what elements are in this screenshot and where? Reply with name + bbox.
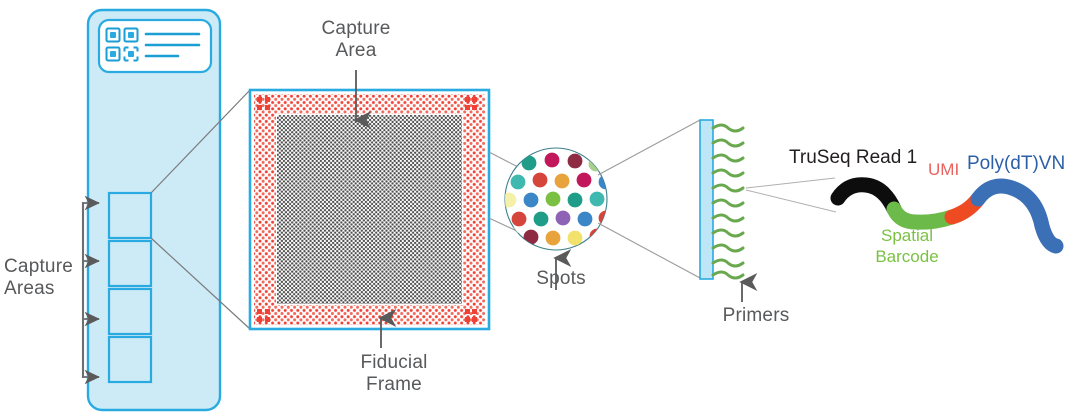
primer-bar <box>699 119 714 280</box>
zoom-connector-primer-to-molecule <box>745 177 837 213</box>
label-capture-area: Capture Area <box>321 18 391 61</box>
zoom-connector-spots-to-primers <box>597 119 701 279</box>
fiducial-frame <box>254 94 485 325</box>
label-poly-dt-vn: Poly(dT)VN <box>967 153 1066 174</box>
capture-area-square-3 <box>107 287 153 336</box>
molecule-segment-truseq-read-1 <box>830 177 902 217</box>
slide-body <box>81 8 222 412</box>
label-spatial-barcode: Spatial Barcode <box>875 226 939 266</box>
label-primers: Primers <box>722 305 790 326</box>
spots-circle <box>504 147 608 251</box>
label-umi: UMI <box>928 160 960 179</box>
molecule-segment-spatial-barcode <box>886 201 960 230</box>
capture-area-squares <box>107 191 153 384</box>
molecule-segment-poly-dt-vn <box>970 178 1064 254</box>
zoom-connector-slide-to-capture <box>150 89 251 330</box>
label-fiducial-frame: Fiducial Frame <box>360 352 428 395</box>
capture-area-square-1 <box>107 191 153 240</box>
capture-spot-grid <box>277 115 462 304</box>
label-text-lines <box>144 32 201 58</box>
label-truseq-read-1: TruSeq Read 1 <box>789 147 918 168</box>
qr-code-icon <box>105 27 139 62</box>
label-spots: Spots <box>536 268 586 289</box>
slide-barcode-label <box>97 18 213 74</box>
primer-strands <box>711 123 745 280</box>
enlarged-capture-area <box>248 88 491 331</box>
capture-area-square-2 <box>107 239 153 288</box>
label-capture-areas: Capture Areas <box>4 256 73 299</box>
capture-areas-bracket <box>81 195 100 385</box>
oligo-molecule <box>830 177 1064 254</box>
capture-area-square-4 <box>107 335 153 384</box>
